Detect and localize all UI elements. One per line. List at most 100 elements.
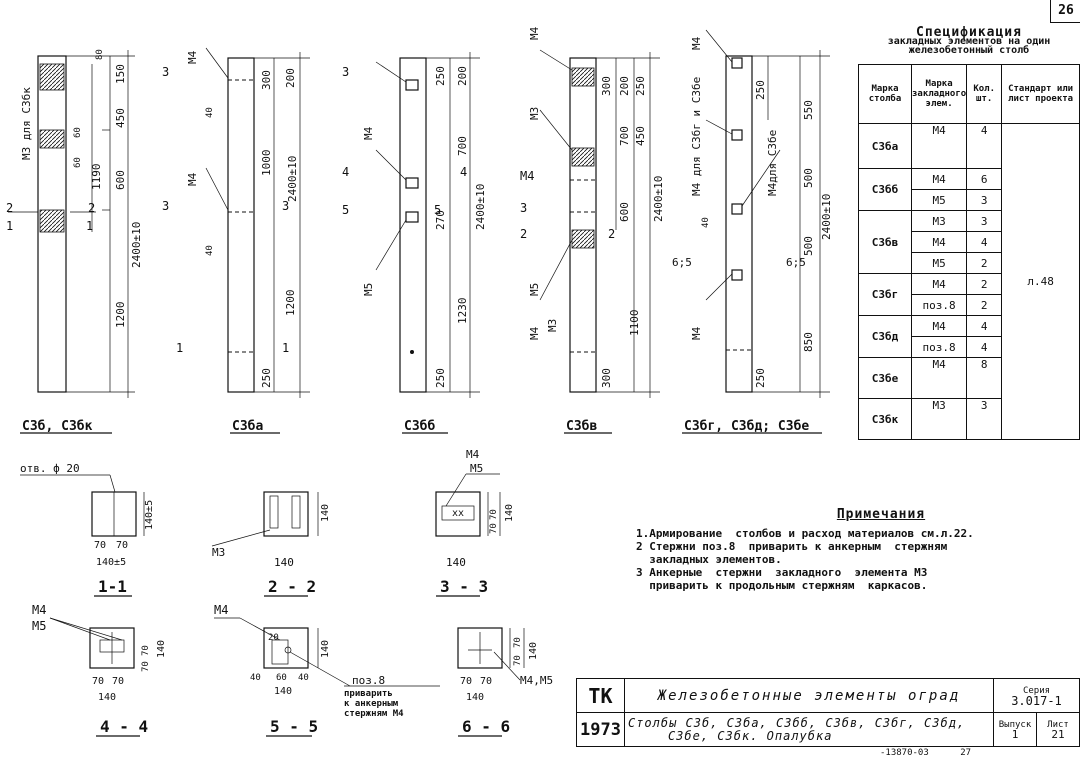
spec-standard: л.48 (1001, 123, 1080, 440)
section-mark-1: 1 (6, 219, 13, 233)
dim-60c: 60 (276, 673, 287, 683)
dim-140k: 140 (528, 642, 539, 660)
spec-qty: 3 (966, 398, 1003, 440)
note-line: приварить к продольным стержням каркасов… (636, 579, 928, 592)
sec3-b: 3 (342, 65, 349, 79)
spec-element: поз.8 (910, 294, 968, 316)
sec4-b: 4 (460, 165, 467, 179)
spec-header-qty: Кол. шт. (966, 64, 1003, 124)
section-4-4: М4 М5 70 70 140 70 70 140 4 - 4 (32, 603, 167, 737)
dim-700c: 700 (618, 126, 631, 146)
section-3-3: xx 70 70 140 М4 М5 140 3 - 3 (435, 448, 515, 597)
section-label-2: 2 - 2 (268, 577, 316, 596)
dim-2400c: 2400±10 (652, 176, 665, 222)
dim-70l: 70 (480, 676, 492, 687)
column-c3bg: М4 М4 для С3бг и С3бе М4для С3бе М4 6;5 … (672, 29, 833, 434)
dim-250a: 250 (260, 368, 273, 388)
weld-text-1: приварить (344, 689, 393, 699)
spec-mark: С3бг (858, 273, 912, 316)
caption-c3bb: С3бб (404, 419, 435, 434)
sec1-a: 1 (176, 341, 183, 355)
dim-200a: 200 (284, 68, 297, 88)
m4-label-a1: М4 (186, 50, 199, 64)
spec-qty: 2 (966, 252, 1003, 274)
dim-70d: 70 (489, 523, 499, 534)
dim-450: 450 (114, 108, 127, 128)
dim-600: 600 (114, 170, 127, 190)
m5-s4: М5 (32, 619, 46, 633)
dim-140i: 140 (320, 640, 331, 658)
dim-140f: 140 (446, 556, 466, 569)
sec4-a: 4 (342, 165, 349, 179)
sec3-a: 3 (162, 65, 169, 79)
dim-500a: 500 (802, 168, 815, 188)
spec-qty: 4 (966, 336, 1003, 358)
dim-70j: 70 (513, 655, 523, 666)
dim-300a: 300 (260, 70, 273, 90)
section-5-5: М4 140 20 40 60 40 140 поз.8 приварить к… (214, 603, 440, 737)
spec-qty: 3 (966, 210, 1003, 232)
footer-code: -13870-03 27 (880, 748, 971, 758)
dim-2400d: 2400±10 (820, 194, 833, 240)
sec65-b: 6;5 (786, 256, 806, 269)
spec-element: М5 (910, 189, 968, 211)
hole-label: отв. ф 20 (20, 462, 80, 475)
dim-300c: 300 (600, 76, 613, 96)
section-mark-2: 2 (6, 201, 13, 215)
dim-600c: 600 (618, 202, 631, 222)
tb-desc-cell: Столбы С3б, С3бa, С3бб, С3бв, С3бг, С3бд… (623, 712, 995, 747)
spec-mark: С3бе (858, 357, 912, 399)
tb-year: 1973 (576, 712, 625, 747)
column-c3bb: М4 М5 4 4 5 5 250 200 700 270 2400±10 12… (342, 52, 487, 434)
tb-sheet-label: Лист (1047, 719, 1069, 730)
dim-140d: 140 (274, 556, 294, 569)
spec-element: М4 (910, 231, 968, 253)
dim-140t-b: 140±5 (96, 557, 126, 568)
tb-series-label: Серия (1022, 685, 1051, 696)
dim-1200: 1200 (114, 302, 127, 329)
tb-desc-2: С3бе, С3бк. Опалубка (667, 728, 833, 743)
m5-label-b: М5 (362, 283, 375, 296)
dim-1190: 1190 (90, 164, 103, 191)
tb-name: Железобетонные элементы оград (623, 678, 995, 713)
section-label-6: 6 - 6 (462, 717, 510, 736)
notes-heading: Примечания (836, 507, 926, 522)
m5-label-c1: М5 (528, 283, 541, 296)
dim-250c: 250 (434, 368, 447, 388)
dim-2400b: 2400±10 (474, 184, 487, 230)
tb-issue: 1 (1011, 727, 1019, 741)
spec-subtitle-1: закладных элементов на один (887, 36, 1051, 47)
dim-40c: 40 (701, 217, 711, 228)
dim-250d: 250 (634, 76, 647, 96)
spec-mark: С3бк (858, 398, 912, 440)
m4-label-b: М4 (362, 126, 375, 140)
dim-70i: 70 (513, 637, 523, 648)
spec-qty: 3 (966, 189, 1003, 211)
section-mark-1b: 1 (86, 219, 93, 233)
dim-270: 270 (434, 210, 447, 230)
m5-s3: М5 (470, 462, 483, 475)
section-mark-2b: 2 (88, 201, 95, 215)
m45-label: М4,М5 (520, 674, 553, 687)
dim-40b: 40 (205, 245, 215, 256)
footer-page: 27 (960, 748, 972, 758)
spec-element: поз.8 (910, 336, 968, 358)
spec-header-element: Марка закладного элем. (910, 64, 968, 124)
section-label-3: 3 - 3 (440, 577, 488, 596)
spec-header-mark: Марка столба (858, 64, 912, 124)
dim-1200a: 1200 (284, 290, 297, 317)
spec-qty: 6 (966, 168, 1003, 190)
dim-70k: 70 (460, 676, 472, 687)
dim-70h: 70 (112, 676, 124, 687)
m4-side: М4 (520, 169, 534, 183)
notes-block: Примечания 1.Армирование столбов и расхо… (636, 508, 1066, 592)
tb-series-cell: Серия 3.017-1 (993, 678, 1080, 713)
tb-issue-cell: Выпуск 1 (993, 712, 1037, 747)
dim-250e: 250 (754, 80, 767, 100)
spec-element: М4 (910, 273, 968, 295)
dim-250b: 250 (434, 66, 447, 86)
dim-80: 80 (95, 49, 105, 60)
tb-sheet-cell: Лист 21 (1036, 712, 1080, 747)
spec-element: М4 (910, 168, 968, 190)
